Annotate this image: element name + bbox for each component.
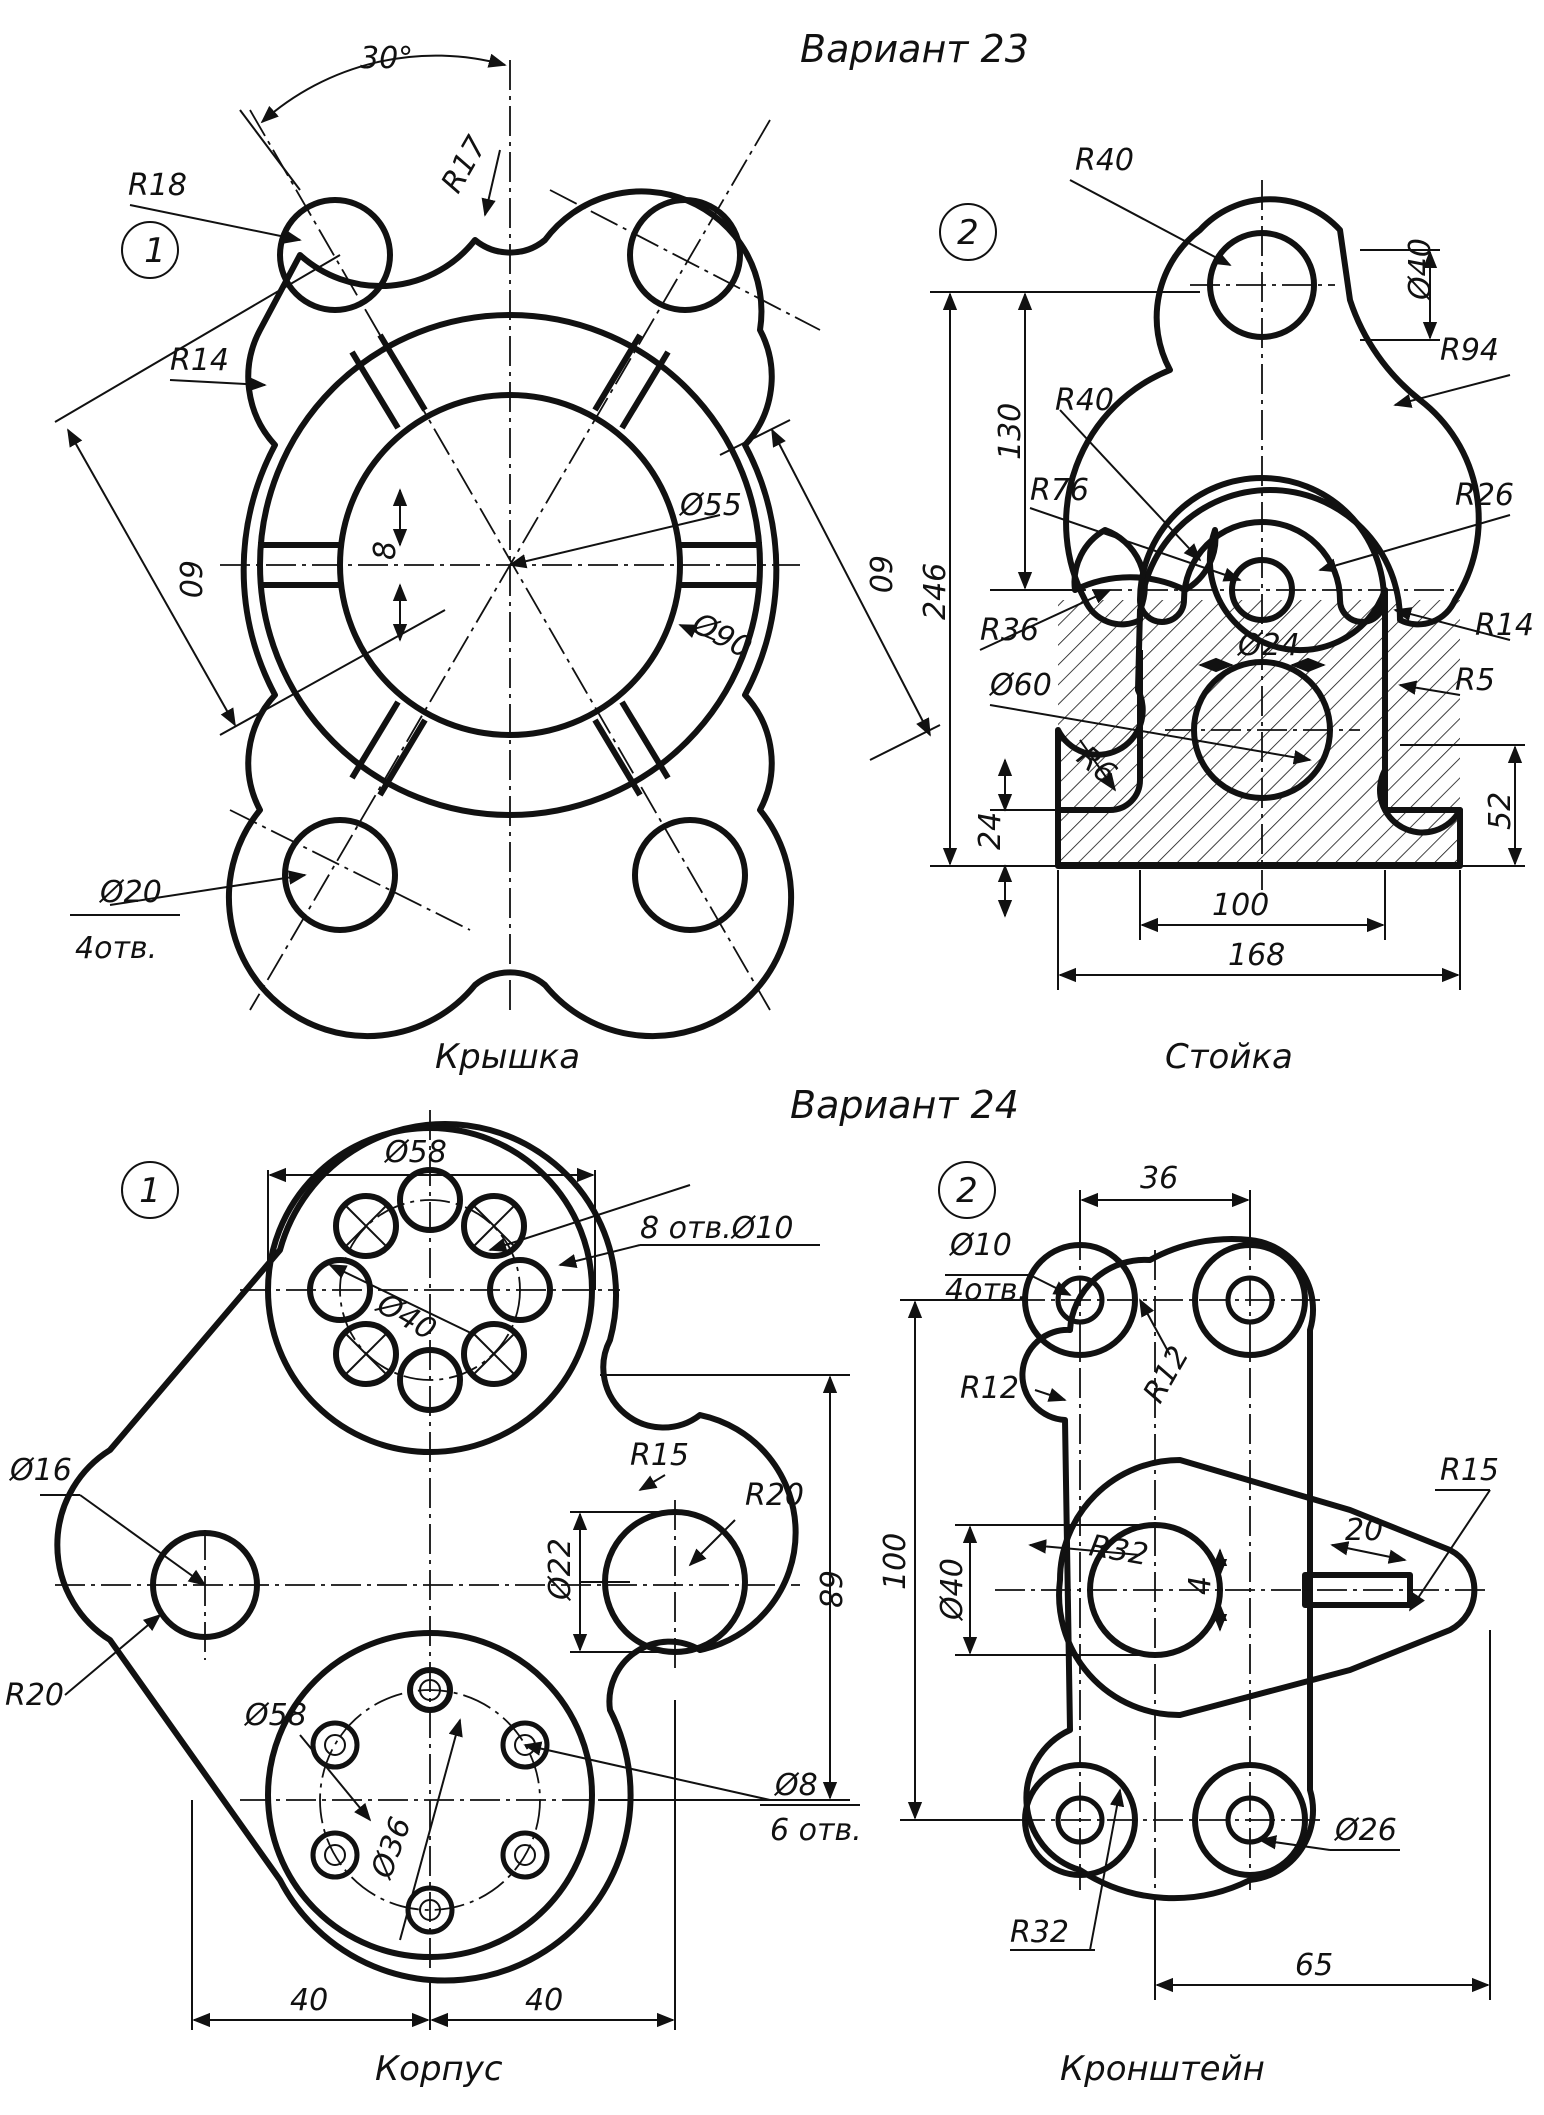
svg-text:R14: R14 xyxy=(1475,608,1534,643)
bolt-hole xyxy=(627,197,743,313)
svg-text:Ø26: Ø26 xyxy=(1333,1813,1397,1848)
svg-text:R20: R20 xyxy=(5,1678,64,1713)
bolt-hole xyxy=(282,817,398,933)
svg-text:30°: 30° xyxy=(360,41,413,76)
svg-text:20: 20 xyxy=(1345,1513,1383,1548)
svg-text:R12: R12 xyxy=(960,1371,1019,1406)
svg-text:Ø40: Ø40 xyxy=(935,1558,970,1622)
part-number-circle xyxy=(121,1161,179,1219)
svg-text:Ø10: Ø10 xyxy=(948,1228,1012,1263)
svg-text:168: 168 xyxy=(1228,938,1285,973)
part-caption-korpus: Корпус xyxy=(375,2049,503,2089)
svg-text:R14: R14 xyxy=(170,343,229,378)
variant-24-title: Вариант 24 xyxy=(790,1083,1019,1127)
part-korpus-drawing xyxy=(40,1110,860,2030)
svg-text:8: 8 xyxy=(368,541,403,560)
svg-text:100: 100 xyxy=(878,1533,913,1590)
part-2-number: 2 xyxy=(957,213,979,253)
korpus-dimension-labels: Ø58 8 отв.Ø10 Ø40 R15 Ø16 R20 Ø22 68 R20… xyxy=(5,1135,862,2018)
svg-text:R15: R15 xyxy=(1440,1453,1499,1488)
svg-text:R15: R15 xyxy=(630,1438,689,1473)
svg-text:40: 40 xyxy=(290,1983,328,2018)
svg-text:130: 130 xyxy=(993,403,1028,460)
svg-text:65: 65 xyxy=(1295,1948,1333,1983)
variant-23-title: Вариант 23 xyxy=(800,27,1029,71)
bolt-hole xyxy=(277,197,393,313)
svg-text:52: 52 xyxy=(1483,792,1518,830)
part-number-circle xyxy=(121,221,179,279)
part-caption-krishka: Крышка xyxy=(435,1037,580,1077)
svg-text:R17: R17 xyxy=(435,130,495,199)
svg-text:R36: R36 xyxy=(980,613,1039,648)
svg-text:24: 24 xyxy=(973,812,1008,850)
part-3-number: 1 xyxy=(139,1171,161,1211)
svg-text:R5: R5 xyxy=(1455,663,1495,698)
svg-text:60: 60 xyxy=(172,560,207,598)
svg-text:246: 246 xyxy=(918,563,953,620)
svg-text:Ø8: Ø8 xyxy=(773,1768,818,1803)
kronshtein-dimension-labels: 36 Ø10 4отв. R12 R12 R15 20 R32 4 Ø40 10… xyxy=(878,1161,1499,1983)
svg-text:6 отв.: 6 отв. xyxy=(770,1813,862,1848)
svg-text:Ø20: Ø20 xyxy=(98,875,162,910)
svg-text:R12: R12 xyxy=(1137,1340,1197,1409)
svg-text:Ø22: Ø22 xyxy=(543,1538,578,1602)
svg-text:4отв.: 4отв. xyxy=(945,1273,1027,1308)
part-caption-kronshtein: Кронштейн xyxy=(1060,2049,1265,2089)
svg-text:R26: R26 xyxy=(1455,478,1514,513)
part-1-number: 1 xyxy=(144,231,166,271)
svg-text:Ø24: Ø24 xyxy=(1236,628,1300,663)
svg-text:Ø60: Ø60 xyxy=(988,668,1052,703)
svg-text:R32: R32 xyxy=(1010,1915,1069,1950)
svg-text:R76: R76 xyxy=(1030,473,1089,508)
part-kronshtein-drawing xyxy=(900,1190,1491,2000)
svg-text:4отв.: 4отв. xyxy=(75,931,157,966)
svg-text:Ø55: Ø55 xyxy=(678,488,742,523)
svg-text:68: 68 xyxy=(812,1570,847,1608)
svg-text:8 отв.Ø10: 8 отв.Ø10 xyxy=(640,1211,793,1246)
part-number-circle xyxy=(939,203,997,261)
part-krishka-drawing xyxy=(54,53,941,1040)
svg-text:R20: R20 xyxy=(745,1478,804,1513)
svg-text:Ø58: Ø58 xyxy=(243,1698,307,1733)
part-4-number: 2 xyxy=(956,1171,978,1211)
part-caption-stoyka: Стойка xyxy=(1165,1037,1293,1077)
svg-text:Ø16: Ø16 xyxy=(8,1453,72,1488)
svg-text:100: 100 xyxy=(1212,888,1269,923)
svg-text:40: 40 xyxy=(525,1983,563,2018)
svg-text:R94: R94 xyxy=(1440,333,1499,368)
svg-text:R40: R40 xyxy=(1075,143,1134,178)
svg-text:Ø90: Ø90 xyxy=(684,605,757,666)
part-number-circle xyxy=(938,1161,996,1219)
svg-text:Ø36: Ø36 xyxy=(364,1813,419,1885)
bolt-hole xyxy=(632,817,748,933)
svg-text:36: 36 xyxy=(1140,1161,1178,1196)
svg-text:4: 4 xyxy=(1183,1576,1218,1595)
svg-text:R40: R40 xyxy=(1055,383,1114,418)
stoyka-dimension-labels: R40 Ø40 R94 R40 130 R76 R26 246 R36 R14 … xyxy=(918,143,1534,973)
svg-text:60: 60 xyxy=(862,555,897,593)
svg-text:Ø40: Ø40 xyxy=(1403,238,1438,302)
svg-text:R18: R18 xyxy=(128,168,187,203)
part-stoyka-drawing xyxy=(930,179,1525,990)
svg-text:Ø58: Ø58 xyxy=(383,1135,447,1170)
